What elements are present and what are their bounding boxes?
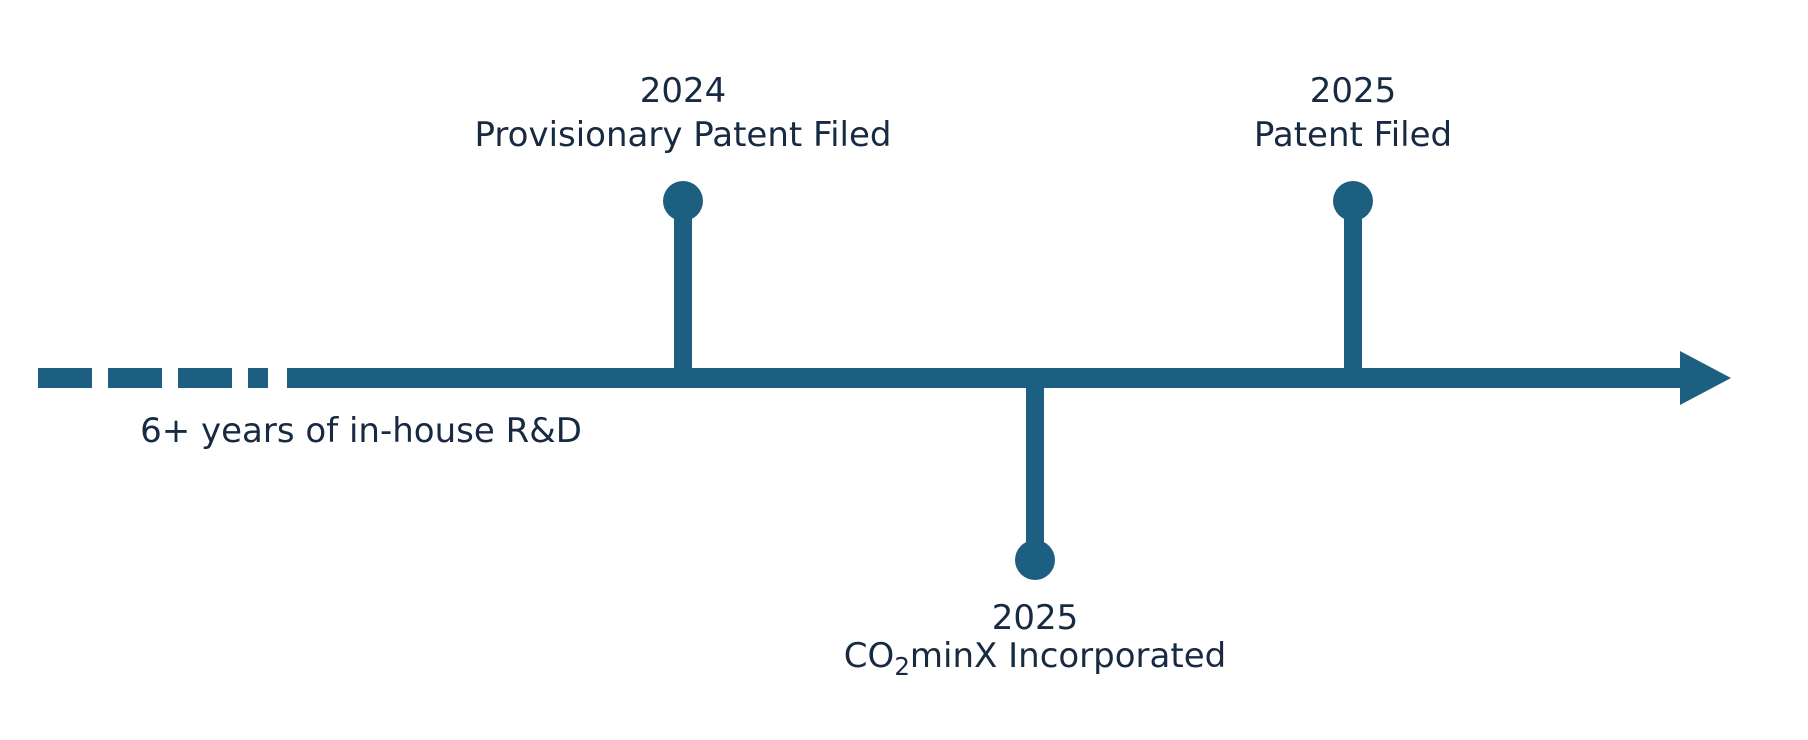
milestone-label-text: Patent Filed: [1253, 115, 1453, 155]
timeline-axis: [287, 368, 1684, 388]
milestone-stem: [1026, 378, 1044, 560]
timeline-dash: [248, 368, 268, 388]
milestone-label-text: CO: [843, 636, 895, 676]
rd-duration-label: 6+ years of in-house R&D: [140, 411, 582, 451]
milestone-label-text: minX Incorporated: [909, 636, 1227, 676]
timeline-dash: [108, 368, 162, 388]
milestone-marker: [1015, 540, 1055, 580]
milestone-label-text: Provisionary Patent Filed: [474, 115, 892, 155]
milestone-label: CO2minX Incorporated: [843, 636, 1227, 679]
arrowhead-icon: [1680, 351, 1731, 405]
milestone-stem: [674, 201, 692, 378]
milestone-label: Provisionary Patent Filed: [475, 118, 892, 152]
milestone-year: 2024: [639, 71, 727, 111]
milestone-marker: [1333, 181, 1373, 221]
milestone-label-subscript: 2: [894, 651, 910, 681]
timeline-dash: [38, 368, 92, 388]
milestone-marker: [663, 181, 703, 221]
milestone-stem: [1344, 201, 1362, 378]
milestone-year: 2025: [991, 598, 1079, 638]
milestone-year: 2025: [1309, 71, 1397, 111]
timeline-dash: [178, 368, 232, 388]
milestone-label: Patent Filed: [1254, 118, 1452, 152]
